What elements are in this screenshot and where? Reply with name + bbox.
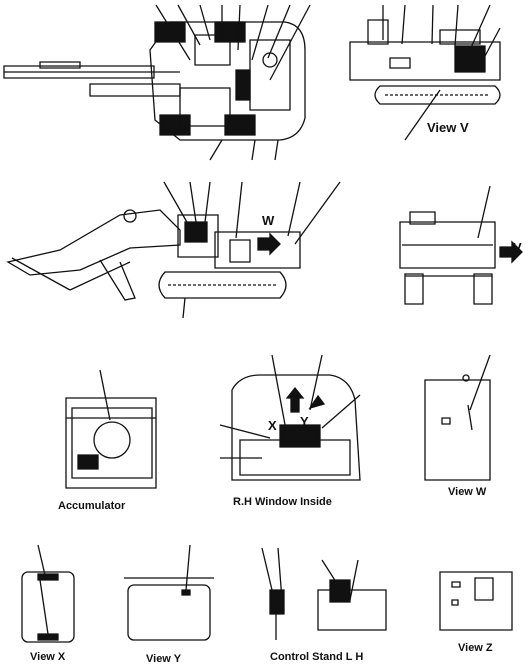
view-z-panel — [440, 572, 512, 630]
label-view-w: View W — [448, 486, 487, 498]
label-view-y: View Y — [146, 653, 182, 665]
label-v-marker: V — [513, 240, 522, 255]
label-rh-window: R.H Window Inside — [233, 496, 332, 508]
label-y-marker: Y — [300, 414, 309, 429]
label-w-marker: W — [262, 213, 275, 228]
rear-view — [400, 186, 522, 304]
view-x-panel — [22, 545, 74, 642]
label-view-v: View V — [427, 120, 469, 135]
rh-window-view — [220, 355, 360, 480]
top-plan-view — [4, 5, 310, 160]
side-view-excavator — [8, 182, 340, 318]
view-w-panel — [425, 355, 490, 480]
accumulator-view — [66, 370, 156, 488]
side-view-v — [350, 5, 500, 140]
control-stand-view — [262, 548, 386, 640]
label-x-marker: X — [268, 418, 277, 433]
label-view-z: View Z — [458, 642, 493, 654]
label-control-stand: Control Stand L H — [270, 651, 364, 663]
label-accumulator: Accumulator — [58, 500, 126, 512]
label-view-x: View X — [30, 651, 66, 663]
view-y-panel — [124, 545, 214, 640]
